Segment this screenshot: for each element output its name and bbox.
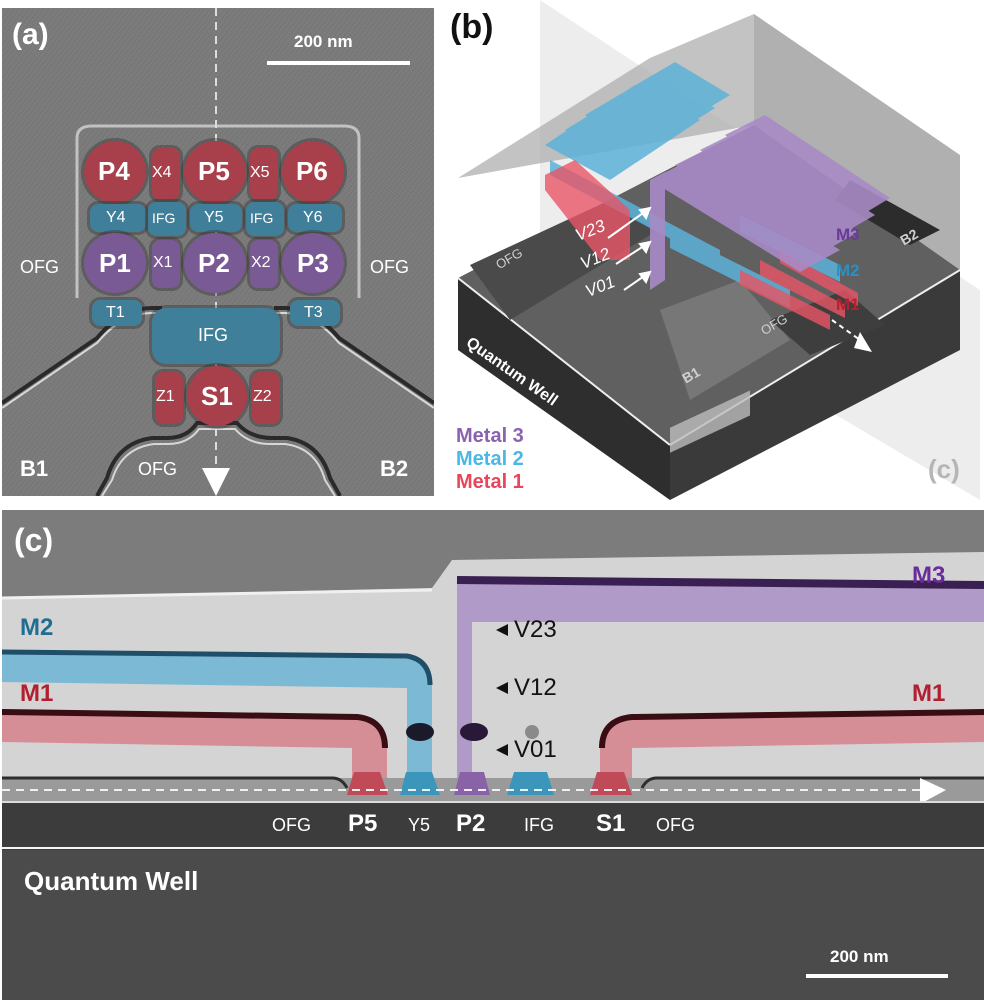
gate-ifg-2	[246, 202, 284, 236]
gate-label-ofg-left-c: OFG	[272, 815, 311, 835]
gate-label-z1: Z1	[156, 388, 175, 405]
via-label-v23-c: V23	[514, 616, 557, 643]
gate-t1	[92, 300, 142, 326]
gate-label-x1: X1	[153, 254, 173, 271]
gate-x2	[250, 240, 278, 288]
gate-label-ifg-2: IFG	[250, 210, 274, 226]
gate-y5	[190, 204, 242, 232]
cut-plane-label: (c)	[928, 454, 960, 484]
gate-ifg-center	[152, 308, 280, 364]
gate-p4	[84, 141, 146, 203]
legend-metal-3: Metal 3	[456, 425, 524, 447]
gate-label-ifg-center: IFG	[198, 325, 228, 345]
gate-p5	[184, 141, 246, 203]
region-label-b1: B1	[20, 456, 49, 481]
panel-c-label: (c)	[14, 522, 54, 558]
legend-metal-2: Metal 2	[456, 448, 524, 470]
gate-label-ifg-1: IFG	[152, 210, 176, 226]
layer-label-m1-left: M1	[20, 680, 54, 707]
gate-label-y4: Y4	[106, 209, 126, 226]
gate-t3	[290, 300, 340, 326]
gate-label-p2-c: P2	[456, 810, 486, 837]
layer-label-m1-right: M1	[912, 680, 946, 707]
gate-z1	[155, 372, 183, 424]
gate-p2	[184, 233, 246, 293]
gate-label-z2: Z2	[253, 388, 272, 405]
scale-bar-label: 200 nm	[294, 32, 353, 51]
layer-label-m2-c: M2	[20, 614, 54, 641]
gate-z2	[252, 372, 280, 424]
panel-a-label: (a)	[12, 18, 49, 51]
layer-label-m3-c: M3	[912, 562, 946, 589]
gate-label-p1: P1	[99, 248, 131, 278]
gate-label-p3: P3	[297, 248, 329, 278]
gate-ifg-1	[148, 202, 186, 236]
region-label-ofg-left: OFG	[20, 257, 59, 277]
schematic-3d-drawing	[457, 0, 980, 500]
layer-label-m2: M2	[836, 261, 860, 280]
via-label-v01-c: V01	[514, 736, 557, 763]
gate-label-x2: X2	[251, 254, 271, 271]
gate-label-ofg-right-c: OFG	[656, 815, 695, 835]
panel-c-tem-cross-section: (c) M3 M2 M1 M1 V23 V12 V01 OFG P5 Y5 P2…	[2, 510, 984, 1000]
gate-x5	[250, 148, 278, 200]
cross-section-drawing	[2, 510, 984, 1000]
gate-p6	[282, 141, 344, 203]
region-label-ofg-bottom: OFG	[138, 459, 177, 479]
region-label-b2: B2	[380, 456, 409, 481]
gate-label-x4: X4	[152, 164, 172, 181]
gate-label-x5: X5	[250, 164, 270, 181]
gate-label-y6: Y6	[303, 209, 323, 226]
gate-p3	[282, 233, 344, 293]
gate-label-p6: P6	[296, 156, 328, 186]
region-label-ofg-right: OFG	[370, 257, 409, 277]
gate-label-p4: P4	[98, 156, 130, 186]
gate-label-ifg-c: IFG	[524, 815, 554, 835]
gate-label-p5-c: P5	[348, 810, 378, 837]
gate-y6	[288, 204, 342, 232]
layer-label-m1: M1	[836, 295, 860, 314]
gate-label-s1: S1	[201, 381, 233, 411]
gate-label-y5-c: Y5	[408, 815, 431, 835]
gate-p1	[84, 233, 146, 293]
panel-b-label: (b)	[450, 8, 494, 46]
gate-x4	[152, 148, 180, 200]
quantum-well-label-c: Quantum Well	[24, 866, 199, 896]
scale-bar-label-c: 200 nm	[830, 947, 889, 966]
gate-label-p5: P5	[198, 156, 230, 186]
gate-label-t3: T3	[304, 304, 323, 321]
gate-label-y5: Y5	[204, 209, 224, 226]
layer-label-m3: M3	[836, 225, 860, 244]
legend-metal-1: Metal 1	[456, 471, 524, 493]
via-label-v12-c: V12	[514, 674, 557, 701]
gate-y4	[90, 204, 146, 232]
panel-a-sem-image: (a) 200 nm P4 X4 P5 X5 P6 Y4 IFG Y5 IFG …	[2, 8, 434, 496]
gate-label-t1: T1	[106, 304, 125, 321]
gate-label-s1-c: S1	[596, 810, 626, 837]
panel-b-3d-schematic: (b) V23 V12 V01 M3 M2 M1 OFG OFG B1 B2 Q…	[440, 0, 984, 500]
gate-label-p2: P2	[198, 248, 230, 278]
gate-x1	[152, 240, 180, 288]
gate-s1	[187, 366, 247, 426]
